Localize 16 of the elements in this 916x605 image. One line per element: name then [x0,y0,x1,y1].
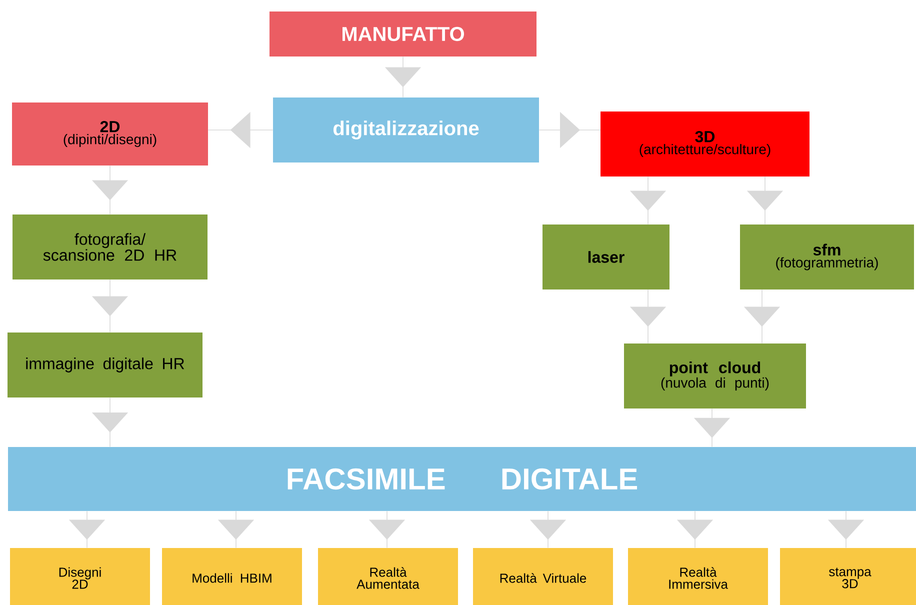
process-box: Disegni 2D [10,548,150,605]
process-box: digitalizzazione [273,98,539,162]
process-box: Realtà Immersiva [628,548,768,605]
process-box: Realtà Virtuale [473,548,613,605]
process-box: Modelli HBIM [162,548,302,605]
process-box: fotografia/ scansione 2D HR [12,214,208,280]
process-box: immagine digitale HR [8,332,202,398]
process-box: Realtà Aumentata [318,548,458,605]
process-box: stampa 3D [780,548,916,605]
process-box: FACSIMILE DIGITALE [8,447,916,511]
process-box: MANUFATTO [270,12,536,56]
process-box: laser [542,224,670,290]
process-box: sfm (fotogrammetria) [740,224,914,290]
process-box: point cloud (nuvola di punti) [624,344,806,408]
process-box: 2D (dipinti/disegni) [12,102,208,166]
process-box: 3D (architetture/sculture) [600,112,810,176]
